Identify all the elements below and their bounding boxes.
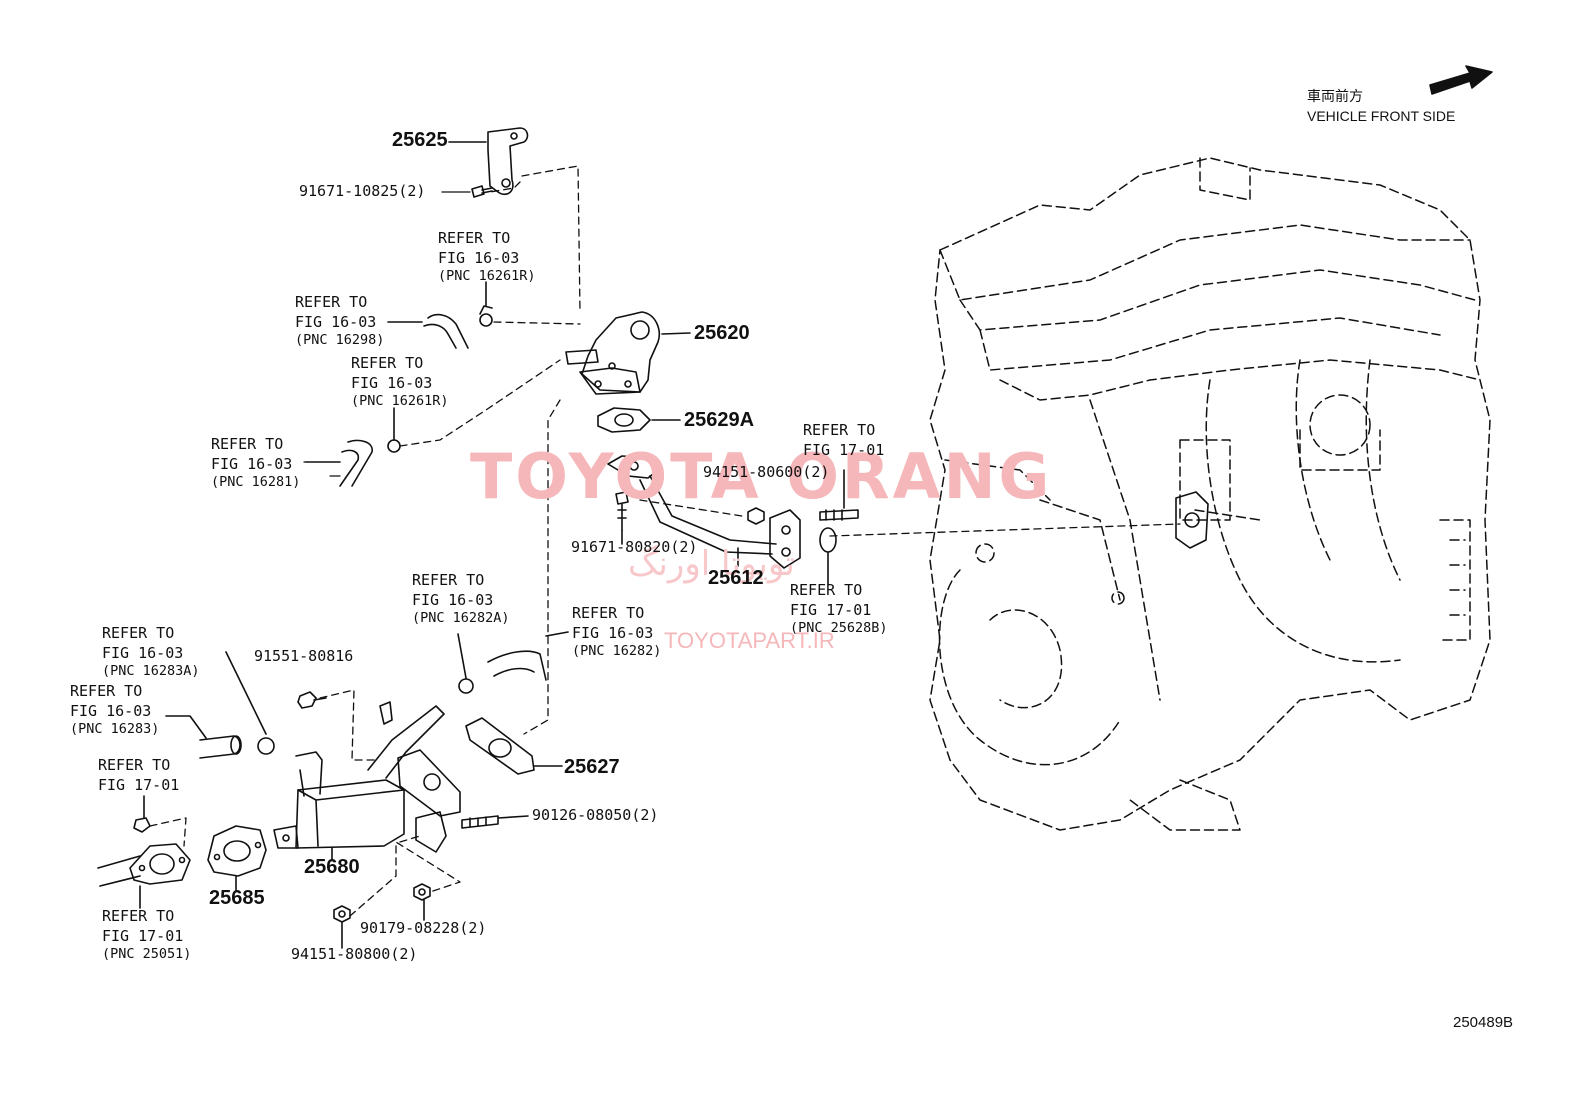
vehicle-front-label-en: VEHICLE FRONT SIDE	[1307, 108, 1456, 124]
nut-94151-80600	[747, 507, 765, 525]
bolt-91671-10825	[471, 185, 493, 198]
watermark-url: TOYOTAPART.IR	[664, 628, 835, 653]
part-label-25680[interactable]: 25680	[304, 856, 360, 878]
part-label-25629a[interactable]: 25629A	[684, 409, 755, 431]
clamp-16282a	[457, 633, 474, 694]
part-label-25620[interactable]: 25620	[694, 322, 750, 344]
part-label-91671-10825[interactable]: 91671-10825(2)	[299, 182, 426, 200]
nut-90179-08228	[413, 883, 431, 921]
gasket-25629a	[597, 407, 681, 433]
exhaust-flange	[97, 843, 191, 909]
hose-16283	[199, 735, 241, 759]
egr-pipe-25612	[607, 455, 801, 569]
part-label-25685[interactable]: 25685	[209, 887, 265, 909]
part-label-91671-80820[interactable]: 91671-80820(2)	[571, 538, 698, 556]
engine-block-outline	[929, 157, 1491, 831]
clamp-16283a	[225, 651, 275, 755]
hose-16282	[487, 650, 547, 681]
part-label-25627[interactable]: 25627	[564, 756, 620, 778]
egr-valve-25620	[565, 311, 691, 395]
engine-egr-flange	[1175, 491, 1209, 549]
hose-16298	[423, 313, 469, 349]
part-label-90179-08228[interactable]: 90179-08228(2)	[360, 919, 487, 937]
diagram-id: 250489B	[1453, 1014, 1514, 1031]
gasket-25627	[465, 717, 563, 775]
clamp-16261r-lower	[387, 407, 401, 453]
bolt-17-01	[133, 795, 151, 833]
alignment-lines	[149, 165, 1181, 917]
gasket-25685	[207, 825, 267, 891]
part-label-25612[interactable]: 25612	[708, 567, 764, 589]
stud-and-gasket-ring	[819, 469, 859, 585]
bolt-91551-80816	[297, 691, 327, 709]
part-label-94151-80800[interactable]: 94151-80800(2)	[291, 945, 418, 963]
hose-16281	[339, 439, 373, 487]
stud-90126-08050	[461, 815, 529, 829]
part-label-94151-80600[interactable]: 94151-80600(2)	[703, 463, 830, 481]
part-label-91551-80816[interactable]: 91551-80816	[254, 647, 354, 665]
watermark-persian: تویوتا اورنگ	[628, 544, 795, 584]
egr-cooler-25680	[273, 701, 461, 861]
watermark-brand: TOYOTA ORANG	[470, 440, 1053, 513]
vehicle-front-arrow	[1429, 65, 1493, 95]
nut-94151-80800	[333, 905, 351, 949]
part-label-90126-08050[interactable]: 90126-08050(2)	[532, 806, 659, 824]
part-label-25625[interactable]: 25625	[392, 129, 448, 151]
vehicle-front-label-jp: 車両前方	[1307, 88, 1363, 104]
bolt-91671-80820	[615, 491, 629, 545]
leader-lines	[303, 191, 471, 477]
clamp-16261r-top	[479, 281, 493, 327]
bracket-25625	[448, 127, 529, 196]
